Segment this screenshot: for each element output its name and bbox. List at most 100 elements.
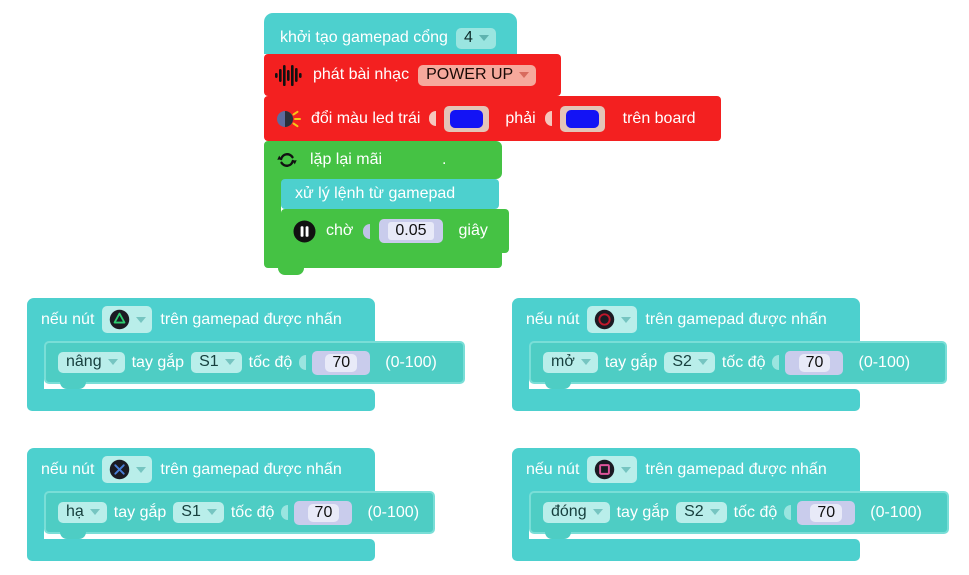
block-forever-loop[interactable]: lặp lại mãi . (264, 141, 502, 186)
gamepad-port-dropdown[interactable]: 4 (455, 27, 496, 49)
block-set-board-led[interactable]: đổi màu led trái phải trên board (264, 96, 721, 148)
event-hat-header[interactable]: nếu nút trên gamepad được nhấn (27, 298, 375, 348)
event-suffix-label: trên gamepad được nhấn (160, 460, 342, 478)
speed-input[interactable]: 70 (312, 350, 371, 375)
gamepad-square-icon (594, 459, 615, 480)
event-spine (27, 491, 44, 539)
block-notch (545, 382, 571, 389)
input-plug (281, 505, 289, 520)
block-notch (60, 532, 86, 539)
led-left-color-picker[interactable] (444, 105, 490, 132)
event-spine (512, 341, 529, 389)
event-hat-header[interactable]: nếu nút trên gamepad được nhấn (27, 448, 375, 498)
speed-input[interactable]: 70 (294, 500, 353, 525)
servo-value: S2 (684, 503, 704, 520)
gripper-label: tay gắp (131, 353, 185, 371)
servo-dropdown[interactable]: S1 (191, 352, 242, 373)
chevron-down-icon (621, 316, 632, 323)
event-suffix-label: trên gamepad được nhấn (160, 310, 342, 328)
input-plug (299, 355, 307, 370)
gamepad-button-dropdown[interactable] (102, 456, 153, 483)
gamepad-button-dropdown[interactable] (587, 456, 638, 483)
block-notch (60, 382, 86, 389)
wait-seconds-input[interactable]: 0.05 (379, 219, 443, 243)
event-foot (27, 539, 375, 561)
block-gripper-action[interactable]: mở tay gắp S2 tốc độ 70 (0-100) (529, 341, 947, 389)
led-right-label: phải (505, 109, 536, 127)
gripper-label: tay gắp (113, 503, 167, 521)
servo-dropdown[interactable]: S2 (676, 502, 727, 523)
speed-value: 70 (307, 503, 340, 522)
block-gripper-action[interactable]: nâng tay gắp S1 tốc độ 70 (0-100) (44, 341, 465, 389)
gamepad-button-dropdown[interactable] (102, 306, 153, 333)
event-hat-header[interactable]: nếu nút trên gamepad được nhấn (512, 298, 860, 348)
chevron-down-icon (89, 509, 100, 515)
event-prefix-label: nếu nút (41, 310, 95, 328)
event-foot (512, 389, 860, 411)
play-music-label: phát bài nhạc (313, 66, 410, 83)
gripper-label: tay gắp (604, 353, 658, 371)
input-plug (363, 223, 371, 239)
servo-dropdown[interactable]: S1 (173, 502, 224, 523)
motion-dropdown[interactable]: nâng (58, 352, 125, 373)
forever-loop-dot: . (442, 151, 447, 168)
speed-input[interactable]: 70 (785, 350, 844, 375)
music-track-value: POWER UP (426, 65, 514, 83)
speed-label: tốc độ (721, 353, 766, 371)
block-notch (278, 268, 304, 275)
block-play-music[interactable]: phát bài nhạc POWER UP (264, 54, 561, 103)
servo-value: S1 (181, 503, 201, 520)
speed-value: 70 (810, 503, 843, 522)
event-hat-header[interactable]: nếu nút trên gamepad được nhấn (512, 448, 860, 498)
led-board-label: trên board (622, 109, 696, 127)
chevron-down-icon (478, 34, 489, 41)
loop-spine (264, 179, 281, 261)
gamepad-circle-icon (594, 309, 615, 330)
motion-dropdown[interactable]: đóng (543, 502, 610, 523)
servo-dropdown[interactable]: S2 (664, 352, 715, 373)
loop-foot (264, 249, 502, 275)
speed-label: tốc độ (230, 503, 275, 521)
event-prefix-label: nếu nút (526, 310, 580, 328)
chevron-down-icon (621, 466, 632, 473)
event-prefix-label: nếu nút (526, 460, 580, 478)
speed-value: 70 (798, 353, 831, 372)
block-init-gamepad[interactable]: khởi tạo gamepad cổng 4 (264, 13, 517, 61)
motion-value: mở (551, 353, 575, 370)
init-gamepad-label: khởi tạo gamepad cổng (280, 29, 448, 46)
chevron-down-icon (580, 359, 591, 365)
speed-label: tốc độ (248, 353, 293, 371)
motion-dropdown[interactable]: hạ (58, 502, 107, 523)
chevron-down-icon (519, 71, 530, 78)
block-handle-gamepad[interactable]: xử lý lệnh từ gamepad (281, 179, 499, 216)
speed-range-label: (0-100) (858, 353, 911, 371)
block-wait[interactable]: chờ 0.05 giây (281, 209, 509, 260)
chevron-down-icon (592, 509, 603, 515)
block-gripper-action[interactable]: hạ tay gắp S1 tốc độ 70 (0-100) (44, 491, 435, 539)
color-swatch (450, 109, 484, 128)
motion-dropdown[interactable]: mở (543, 352, 598, 373)
chevron-down-icon (697, 359, 708, 365)
speed-range-label: (0-100) (367, 503, 420, 521)
music-track-dropdown[interactable]: POWER UP (418, 64, 537, 86)
chevron-down-icon (709, 509, 720, 515)
servo-value: S1 (199, 353, 219, 370)
wait-unit-label: giây (458, 222, 488, 239)
hat-cap (264, 13, 517, 27)
wait-seconds-value: 0.05 (388, 222, 434, 240)
pause-icon (293, 220, 316, 243)
chevron-down-icon (136, 316, 147, 323)
block-notch (295, 253, 321, 260)
block-gripper-action[interactable]: đóng tay gắp S2 tốc độ 70 (0-100) (529, 491, 949, 539)
gamepad-button-dropdown[interactable] (587, 306, 638, 333)
speed-value: 70 (325, 353, 358, 372)
chevron-down-icon (136, 466, 147, 473)
motion-value: hạ (66, 503, 84, 520)
led-right-color-picker[interactable] (559, 105, 605, 132)
speed-input[interactable]: 70 (797, 500, 856, 525)
event-prefix-label: nếu nút (41, 460, 95, 478)
gamepad-cross-icon (109, 459, 130, 480)
speed-label: tốc độ (733, 503, 778, 521)
input-plug (784, 505, 792, 520)
forever-loop-label: lặp lại mãi (310, 151, 383, 168)
